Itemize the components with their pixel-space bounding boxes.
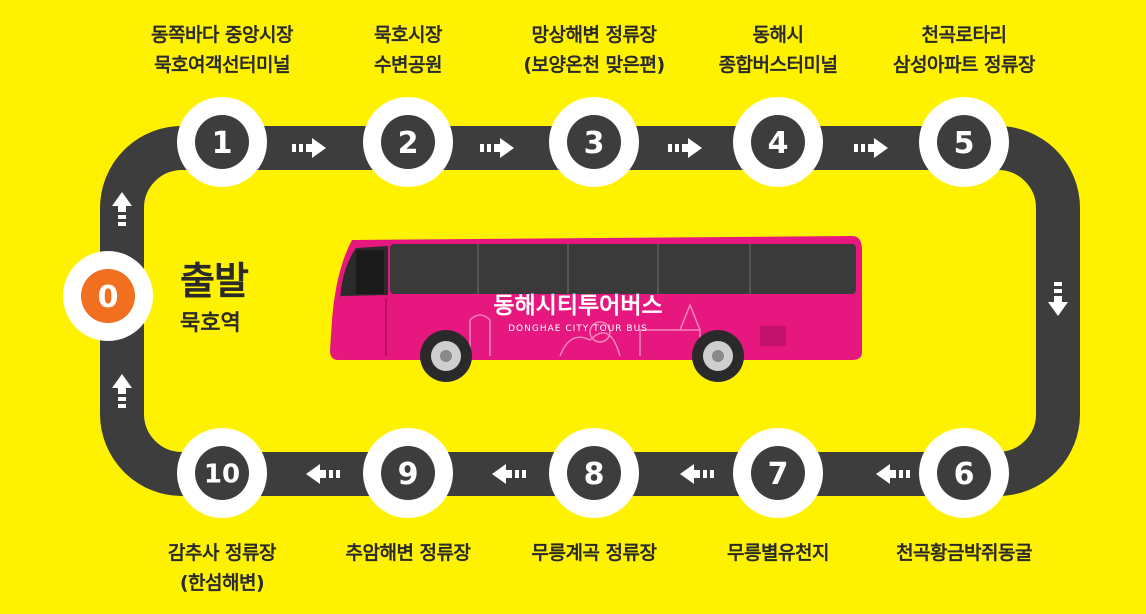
stop-marker-7: 7 xyxy=(733,428,823,518)
stop-number: 7 xyxy=(768,457,789,492)
city-tour-bus: 동해시티투어버스 DONGHAE CITY TOUR BUS xyxy=(330,236,862,382)
stop-label-line: 추암해변 정류장 xyxy=(345,542,471,564)
stop-number: 4 xyxy=(768,126,789,161)
stop-number: 5 xyxy=(954,126,975,161)
arrow-right-icon xyxy=(854,138,888,158)
stop-label-line: 묵호시장 xyxy=(374,24,442,46)
stop-marker-10: 10 xyxy=(177,428,267,518)
stop-number: 6 xyxy=(954,457,975,492)
stop-marker-3: 3 xyxy=(549,97,639,187)
stop-label-line: 동해시 xyxy=(752,24,804,46)
stop-marker-1: 1 xyxy=(177,97,267,187)
stop-marker-2: 2 xyxy=(363,97,453,187)
stop-label-line: 무릉계곡 정류장 xyxy=(531,542,657,564)
start-stop-marker: 0 xyxy=(63,251,153,341)
bus-title: 동해시티투어버스 xyxy=(493,293,662,319)
stop-label-8: 무릉계곡 정류장 xyxy=(532,538,657,568)
arrow-left-icon xyxy=(306,464,340,484)
arrow-right-icon xyxy=(292,138,326,158)
arrow-left-icon xyxy=(876,464,910,484)
stop-number: 3 xyxy=(584,126,605,161)
stop-marker-5: 5 xyxy=(919,97,1009,187)
start-title: 출발 xyxy=(180,259,249,303)
stop-label-6: 천곡황금박쥐동굴 xyxy=(896,538,1032,568)
arrow-left-icon xyxy=(492,464,526,484)
stop-label-7: 무릉별유천지 xyxy=(727,538,829,568)
stop-number: 1 xyxy=(212,126,233,161)
stop-number: 2 xyxy=(398,126,419,161)
stop-label-9: 추암해변 정류장 xyxy=(346,538,471,568)
stop-marker-4: 4 xyxy=(733,97,823,187)
stop-label-line: 감추사 정류장 xyxy=(168,542,277,564)
arrow-down-icon xyxy=(1048,282,1068,316)
arrow-left-icon xyxy=(680,464,714,484)
stop-marker-9: 9 xyxy=(363,428,453,518)
stop-label-line: (한섬해변) xyxy=(179,572,265,594)
stop-label-10: 감추사 정류장 (한섬해변) xyxy=(168,538,277,598)
stop-marker-8: 8 xyxy=(549,428,639,518)
stop-label-line: 수변공원 xyxy=(374,54,442,76)
arrow-right-icon xyxy=(480,138,514,158)
arrow-up-icon xyxy=(112,374,132,408)
stop-label-line: 동쪽바다 중앙시장 xyxy=(151,24,293,46)
stop-label-line: 무릉별유천지 xyxy=(727,542,829,564)
stop-label-3: 망상해변 정류장 (보양온천 맞은편) xyxy=(523,20,665,80)
bus-subtitle: DONGHAE CITY TOUR BUS xyxy=(508,324,648,334)
stop-number: 10 xyxy=(204,459,240,489)
stop-label-line: 천곡로타리 xyxy=(921,24,1007,46)
stop-label-line: 천곡황금박쥐동굴 xyxy=(896,542,1032,564)
arrow-right-icon xyxy=(668,138,702,158)
stop-number: 9 xyxy=(398,457,419,492)
stop-label-line: (보양온천 맞은편) xyxy=(523,54,665,76)
arrow-up-icon xyxy=(112,192,132,226)
stop-marker-6: 6 xyxy=(919,428,1009,518)
stop-label-line: 망상해변 정류장 xyxy=(531,24,657,46)
start-station: 묵호역 xyxy=(180,311,241,336)
stop-label-line: 묵호여객선터미널 xyxy=(154,54,290,76)
stop-label-line: 종합버스터미널 xyxy=(718,54,838,76)
stop-number: 0 xyxy=(98,280,119,315)
stop-number: 8 xyxy=(584,457,605,492)
stop-label-line: 삼성아파트 정류장 xyxy=(893,54,1035,76)
